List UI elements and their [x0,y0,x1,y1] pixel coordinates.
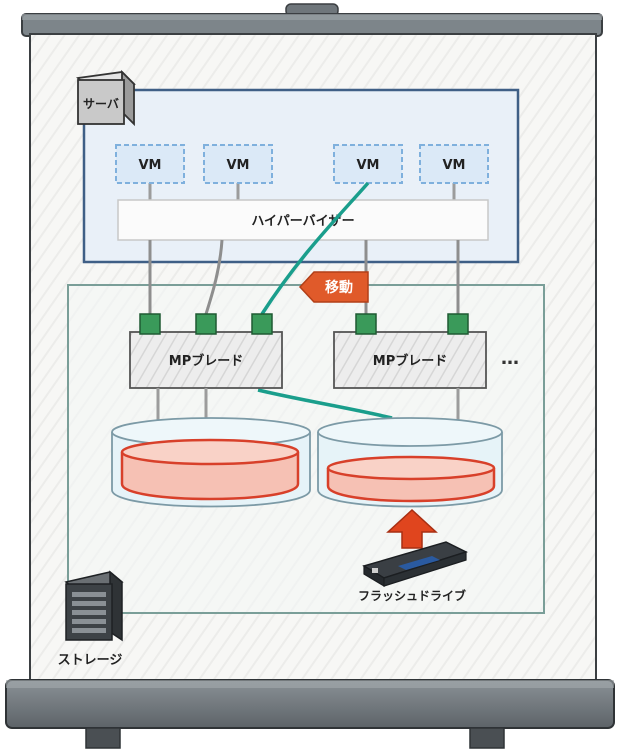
vm-links [148,182,456,200]
vm-label: VM [139,158,162,173]
storage-tower-icon [64,570,124,642]
vm-3[interactable]: VM [333,144,403,184]
migration-badge: 移動 [298,271,369,303]
pool-links [156,388,460,420]
vm-label: VM [443,158,466,173]
upload-arrow-icon [386,508,438,549]
port [355,313,377,335]
ports [139,313,469,335]
storage-label: ストレージ [58,653,123,668]
migration-path [257,181,393,420]
migration-label: 移動 [325,279,353,296]
flash-drive-icon [362,541,468,588]
flash-drive-label: フラッシュドライブ [358,588,466,603]
mp-blade-1[interactable]: MPブレード [129,331,283,389]
port [251,313,273,335]
server-icon: サーバ [76,69,136,127]
mp-blade-2[interactable]: MPブレード [333,331,487,389]
vm-2[interactable]: VM [203,144,273,184]
vm-4[interactable]: VM [419,144,489,184]
vm-1[interactable]: VM [115,144,185,184]
screen-stand [5,679,615,749]
storage-pool-2[interactable] [317,417,503,508]
more-indicator: … [501,348,519,369]
screen-top-bar [21,3,603,37]
blade-label: MPブレード [169,353,243,369]
port [139,313,161,335]
server-label: サーバ [83,97,119,111]
storage-pool-1[interactable] [111,417,311,508]
vm-label: VM [357,158,380,173]
vm-label: VM [227,158,250,173]
blade-label: MPブレード [373,353,447,369]
hypervisor-bar[interactable]: ハイパーバイザー [117,199,489,241]
port [195,313,217,335]
port [447,313,469,335]
